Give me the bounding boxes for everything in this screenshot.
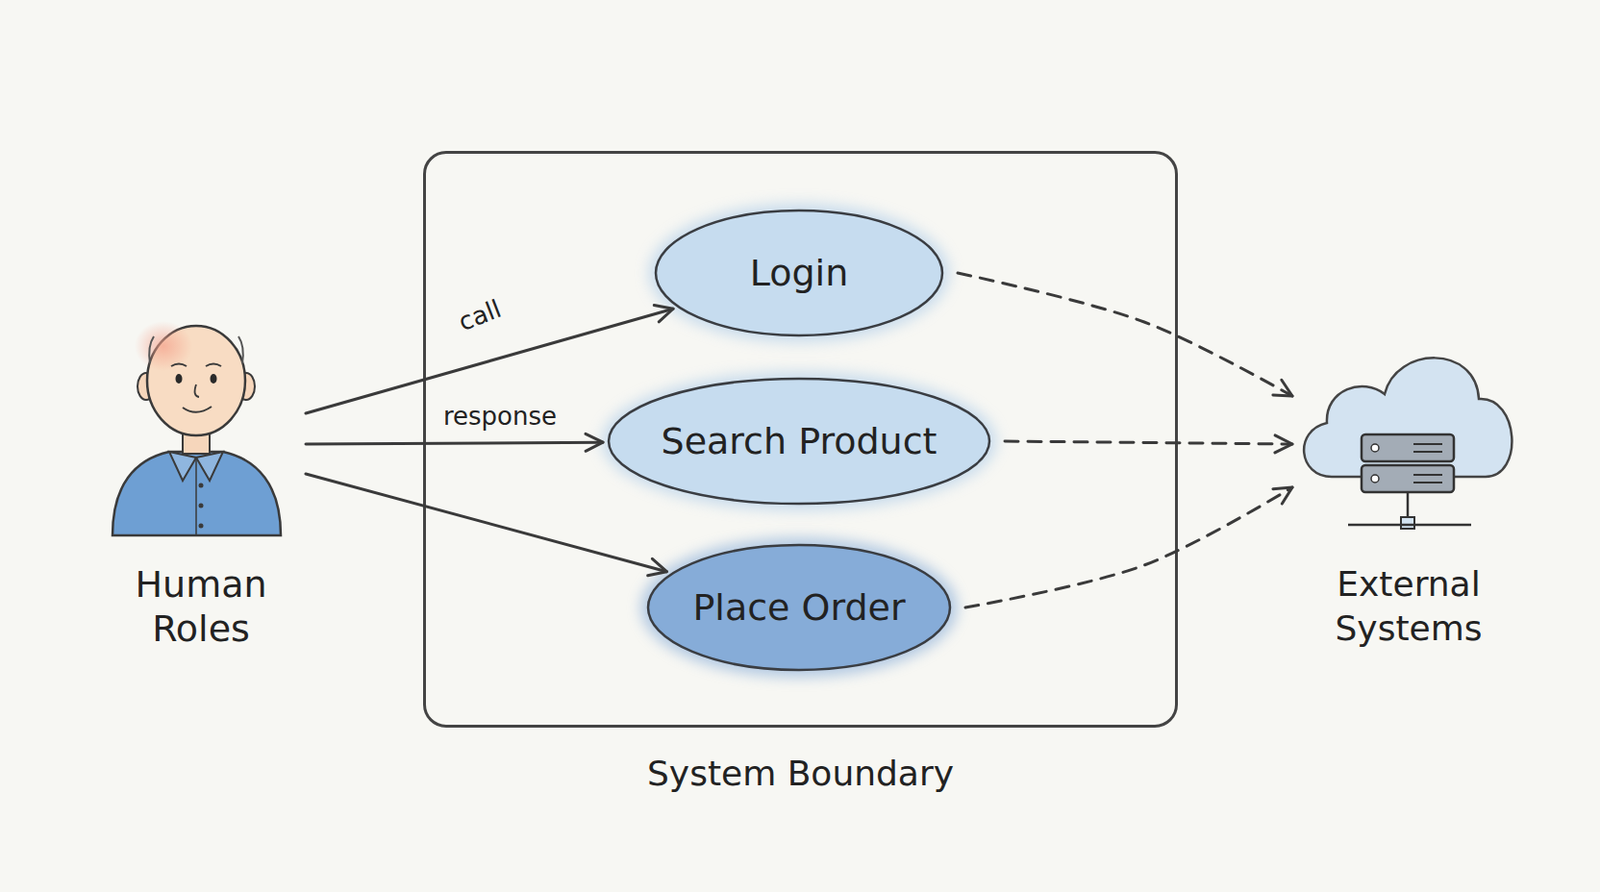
dependency-connector	[965, 487, 1293, 608]
node-label: Human Roles	[109, 562, 293, 651]
server-unit	[1361, 465, 1454, 493]
server-stand	[1406, 492, 1410, 520]
placket	[195, 459, 198, 536]
text-holder: Login	[653, 208, 945, 338]
association-arrow	[305, 474, 667, 573]
use-case-ellipse: Place Order	[646, 543, 952, 673]
node-label: System Boundary	[423, 751, 1178, 797]
eyebrow	[205, 364, 222, 368]
button	[199, 503, 204, 509]
hair	[149, 336, 154, 364]
ellipse-glow	[640, 537, 958, 678]
use-case-label: Login	[750, 251, 850, 295]
head-shade	[134, 321, 193, 372]
cloud-server-icon	[1303, 357, 1512, 529]
nose	[195, 384, 200, 398]
ellipse-shape	[648, 545, 950, 671]
ellipse-glow	[648, 202, 950, 344]
edge-label: response	[443, 401, 557, 431]
button	[199, 524, 204, 529]
server-slot	[1413, 450, 1443, 453]
dependency-connector	[1004, 441, 1293, 445]
network-line	[1348, 524, 1472, 527]
external-system-node: External Systems	[1288, 336, 1529, 645]
server-slot	[1413, 443, 1443, 446]
hair	[238, 336, 244, 364]
server-unit	[1361, 434, 1454, 462]
server-slot	[1413, 474, 1443, 476]
ellipse-shape	[608, 378, 990, 504]
actor-node: Human Roles	[96, 317, 306, 645]
eyebrow	[171, 364, 187, 368]
ellipse-glow	[600, 371, 998, 512]
collar	[196, 451, 224, 481]
server-light	[1371, 475, 1379, 483]
server-slot	[1413, 481, 1443, 484]
text-holder: Place Order	[646, 543, 952, 673]
node-label: External Systems	[1298, 562, 1520, 651]
association-arrow	[305, 308, 674, 414]
use-case-label: Place Order	[692, 586, 905, 629]
cloud	[1303, 357, 1512, 477]
eye	[175, 374, 183, 384]
system-boundary-box: System BoundaryLoginSearch ProductPlace …	[423, 150, 1178, 728]
button	[199, 483, 204, 489]
server-light	[1371, 444, 1379, 452]
mouth	[182, 406, 212, 413]
use-case-ellipse: Search Product	[606, 376, 992, 506]
collar	[169, 451, 197, 481]
use-case-ellipse: Login	[653, 208, 945, 338]
ellipse-shape	[655, 210, 943, 336]
edge-label: call	[454, 294, 505, 337]
association-arrow	[305, 442, 603, 445]
eye	[210, 374, 218, 384]
dependency-connector	[957, 273, 1293, 397]
use-case-label: Search Product	[661, 420, 938, 463]
shirt	[112, 451, 281, 536]
network-port	[1400, 517, 1415, 529]
person-figure	[112, 321, 281, 536]
text-holder: Search Product	[606, 376, 992, 506]
